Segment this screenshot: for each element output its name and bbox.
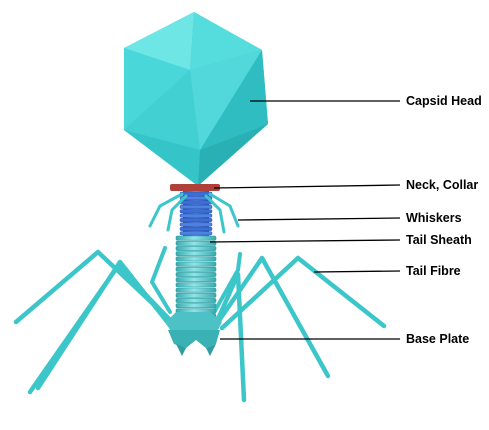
tail-sheath-ring [176, 278, 216, 282]
label-neck-collar: Neck, Collar [406, 178, 478, 192]
tail-tube-ring [180, 223, 212, 226]
tail-tube-ring [180, 214, 212, 217]
tail-tube-ring [180, 227, 212, 230]
tail-fibre-left-outer [16, 252, 168, 322]
tail-sheath-ring [176, 298, 216, 302]
tail-tube-ring [180, 192, 212, 195]
leader-tail-sheath [210, 240, 400, 242]
whisker-left-1 [150, 194, 182, 226]
tail-sheath-ring [176, 283, 216, 287]
leader-whiskers [238, 218, 400, 220]
tail-tube-ring [180, 232, 212, 235]
tail-fibre-left-inner [30, 266, 172, 392]
tail-sheath-shape [176, 190, 216, 318]
tail-sheath-ring [176, 257, 216, 261]
capsid-head-shape [124, 12, 268, 186]
tail-tube-ring [180, 205, 212, 208]
label-tail-fibre: Tail Fibre [406, 264, 461, 278]
base-plate-shape [166, 312, 222, 356]
tail-sheath-ring [176, 262, 216, 266]
leader-neck-collar [214, 185, 400, 188]
label-tail-sheath: Tail Sheath [406, 233, 472, 247]
label-base-plate: Base Plate [406, 332, 469, 346]
neck-collar-shape [170, 184, 220, 191]
tail-tube-ring [180, 218, 212, 221]
label-capsid-head: Capsid Head [406, 94, 482, 108]
tail-sheath-ring [176, 246, 216, 250]
tail-sheath-rings [176, 192, 216, 318]
leader-tail-fibre [314, 271, 400, 272]
base-plate-front [168, 330, 220, 348]
tail-sheath-ring [176, 236, 216, 240]
tail-tube-ring [180, 210, 212, 213]
tail-sheath-ring [176, 272, 216, 276]
tail-sheath-ring [176, 304, 216, 308]
tail-sheath-ring [176, 252, 216, 256]
label-whiskers: Whiskers [406, 211, 462, 225]
tail-tube-ring [180, 201, 212, 204]
labels: Capsid Head Neck, Collar Whiskers Tail S… [406, 94, 482, 346]
tail-sheath-ring [176, 293, 216, 297]
whisker-right-1 [210, 194, 238, 226]
tail-fibre-right-low [214, 274, 244, 400]
tail-fibre-right-outer [222, 258, 384, 328]
tail-sheath-ring [176, 288, 216, 292]
tail-sheath-ring [176, 267, 216, 271]
